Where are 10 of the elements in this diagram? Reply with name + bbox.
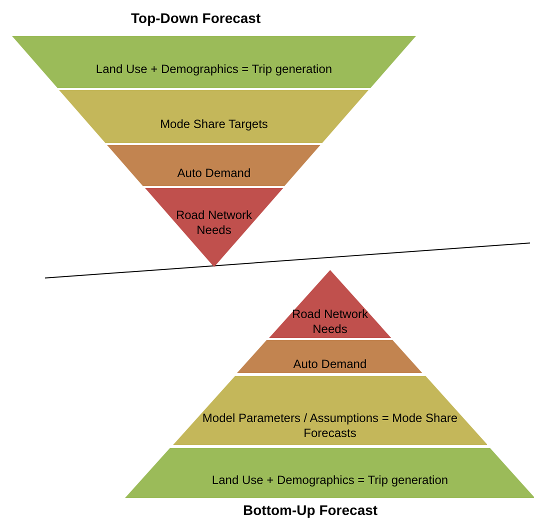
band-label: Mode Share Targets <box>159 116 269 132</box>
pyramid-title: Top-Down Forecast <box>131 10 261 26</box>
band-label: Auto Demand <box>292 356 368 372</box>
band-label: Road Network Needs <box>290 307 369 338</box>
band-label: Road Network Needs <box>174 208 253 238</box>
band-label: Model Parameters / Assumptions = Mode Share Forecasts <box>201 410 459 440</box>
band-label: Auto Demand <box>176 166 252 180</box>
band-label: Land Use + Demographics = Trip generation <box>210 473 450 488</box>
pyramid-title: Bottom-Up Forecast <box>243 502 378 518</box>
band-label: Land Use + Demographics = Trip generation <box>94 62 334 77</box>
